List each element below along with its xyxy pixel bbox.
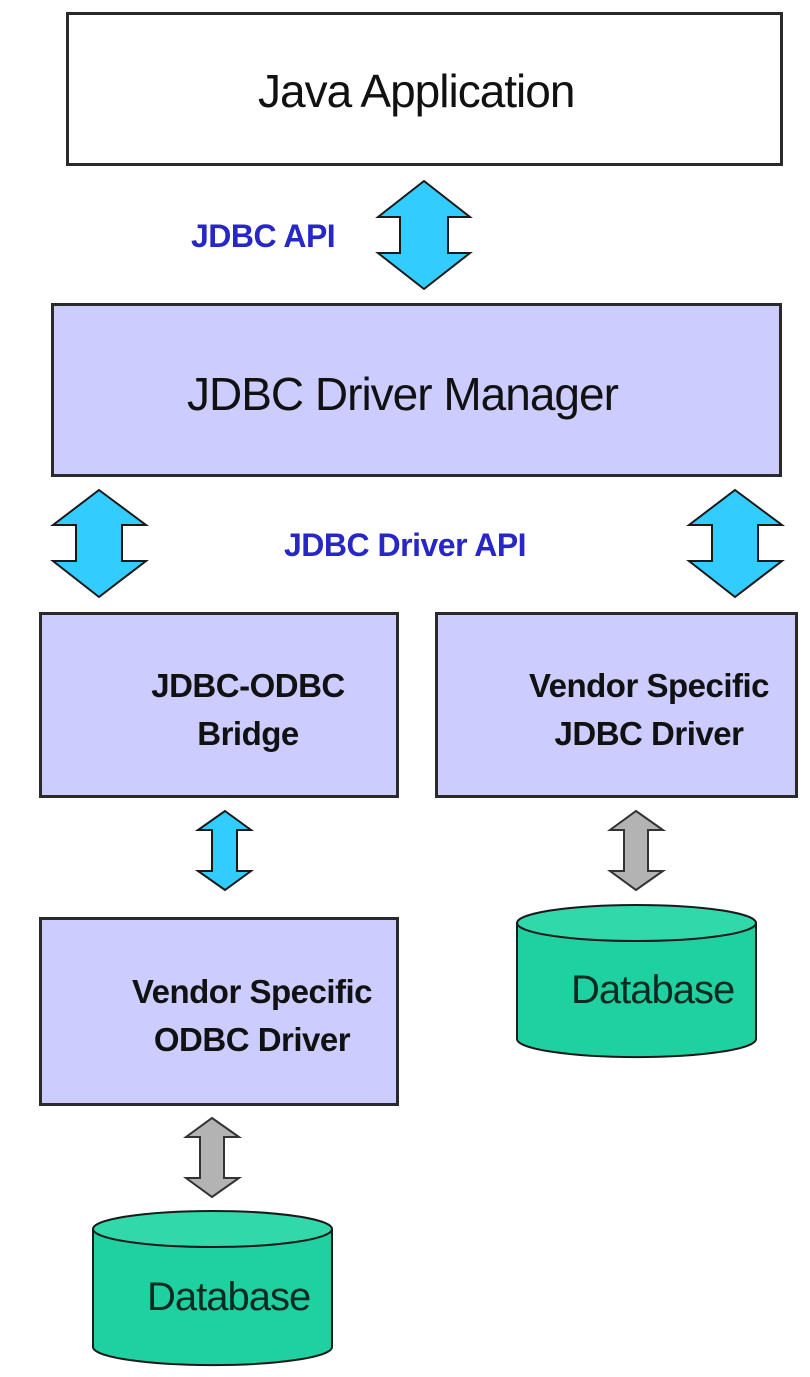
bridge-to-odbc-arrow [194, 809, 255, 892]
vendor-jdbc-line-1: Vendor Specific [528, 667, 770, 704]
vendor-odbc-driver-label: Vendor Specific ODBC Driver [107, 968, 397, 1064]
bridge-label-line-1: JDBC-ODBC [151, 667, 345, 704]
jdbc-odbc-bridge-box [39, 612, 399, 798]
database-right-cylinder [516, 904, 757, 1059]
vendor-odbc-line-1: Vendor Specific [131, 973, 373, 1010]
vendor-odbc-driver-box [39, 917, 399, 1106]
jdbc-driver-manager-label: JDBC Driver Manager [187, 368, 619, 420]
vendor-jdbc-line-2: JDBC Driver [554, 715, 744, 752]
java-application-label: Java Application [258, 65, 575, 117]
bridge-label-line-2: Bridge [197, 715, 299, 752]
jdbc-driver-manager-box [51, 303, 782, 477]
vendor-jdbc-driver-box [435, 612, 798, 798]
odbc-driver-to-database-arrow [182, 1116, 243, 1199]
driver-api-arrow-right [686, 488, 786, 599]
jdbc-odbc-bridge-label: JDBC-ODBC Bridge [118, 662, 378, 758]
vendor-odbc-line-2: ODBC Driver [153, 1021, 351, 1058]
jdbc-driver-api-label: JDBC Driver API [284, 527, 527, 563]
vendor-jdbc-driver-label: Vendor Specific JDBC Driver [504, 662, 794, 758]
database-left-label: Database [147, 1275, 311, 1319]
jdbc-driver-to-database-arrow [606, 809, 667, 892]
database-right-label: Database [571, 968, 735, 1012]
jdbc-api-label: JDBC API [191, 218, 336, 254]
java-application-box [66, 12, 783, 166]
jdbc-api-arrow [375, 179, 473, 291]
driver-api-arrow-left [50, 488, 150, 599]
database-left-cylinder [92, 1210, 333, 1367]
